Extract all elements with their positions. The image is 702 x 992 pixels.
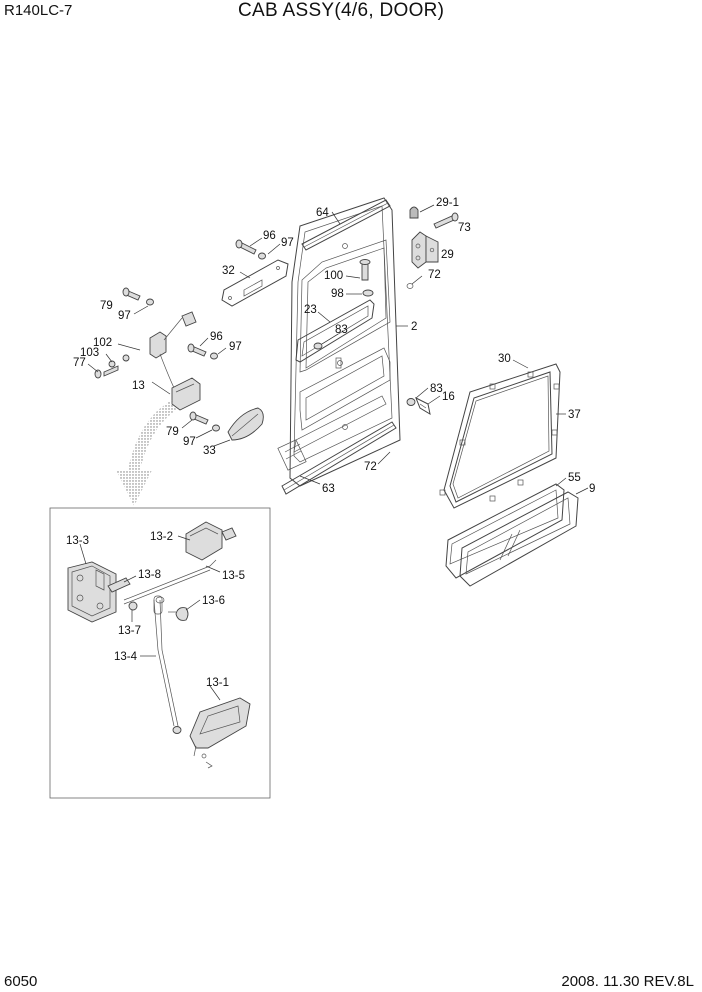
revision-date: 2008. 11.30 REV.8L — [561, 973, 694, 990]
label-79-upper: 79 — [100, 300, 113, 312]
label-96-middle: 96 — [210, 331, 223, 343]
bottom-seal-strip — [281, 421, 397, 495]
detail-callout-arrow — [116, 400, 176, 506]
label-72-upper: 72 — [428, 269, 441, 281]
label-29: 29 — [441, 249, 454, 261]
label-83-upper: 83 — [335, 324, 348, 336]
label-32: 32 — [222, 265, 235, 277]
inner-handle-assembly — [189, 407, 264, 441]
label-37: 37 — [568, 409, 581, 421]
label-33: 33 — [203, 445, 216, 457]
label-79-lower: 79 — [166, 426, 179, 438]
label-9: 9 — [589, 483, 595, 495]
detail-box — [49, 507, 271, 799]
window-frame — [439, 363, 561, 509]
label-102: 102 — [93, 337, 112, 349]
label-13-4: 13-4 — [114, 651, 138, 663]
label-16: 16 — [442, 391, 455, 403]
label-55: 55 — [568, 472, 581, 484]
label-100: 100 — [324, 270, 343, 282]
label-29-1: 29-1 — [436, 197, 459, 209]
bolt-96-upper — [235, 239, 266, 260]
label-13-6: 13-6 — [202, 595, 225, 607]
label-13-8: 13-8 — [138, 569, 161, 581]
window-glass — [445, 483, 579, 587]
door-latch — [171, 377, 201, 411]
model-code: R140LC-7 — [4, 2, 73, 19]
label-97-upper: 97 — [281, 237, 294, 249]
top-seal-strip — [301, 199, 391, 251]
page-number: 6050 — [4, 973, 38, 990]
striker-bracket — [406, 396, 431, 416]
label-97-left: 97 — [118, 310, 131, 322]
label-73: 73 — [458, 222, 471, 234]
latch-mechanism-detail — [67, 521, 251, 769]
label-13-1: 13-1 — [206, 677, 229, 689]
label-30: 30 — [498, 353, 511, 365]
hinge-bolt — [433, 212, 459, 229]
label-13-7: 13-7 — [118, 625, 141, 637]
door-panel — [277, 197, 401, 487]
label-64: 64 — [316, 207, 329, 219]
page-title: CAB ASSY(4/6, DOOR) — [238, 0, 445, 21]
label-97-lower: 97 — [183, 436, 196, 448]
label-96-upper: 96 — [263, 230, 276, 242]
label-98: 98 — [331, 288, 344, 300]
label-2: 2 — [411, 321, 417, 333]
hinge-cap — [409, 206, 419, 219]
bolt-96-middle — [187, 343, 218, 360]
label-13-5: 13-5 — [222, 570, 245, 582]
label-23: 23 — [304, 304, 317, 316]
label-63: 63 — [322, 483, 335, 495]
label-13: 13 — [132, 380, 145, 392]
bolt-100 — [313, 259, 414, 350]
callout-labels: 64 29-1 73 96 97 29 32 100 72 98 79 97 2… — [66, 197, 595, 689]
label-72-lower: 72 — [364, 461, 377, 473]
label-13-3: 13-3 — [66, 535, 89, 547]
label-103: 103 — [80, 347, 99, 359]
leader-lines — [79, 204, 589, 701]
hinge — [411, 231, 439, 269]
label-83-lower: 83 — [430, 383, 443, 395]
label-77: 77 — [73, 357, 86, 369]
label-13-2: 13-2 — [150, 531, 173, 543]
label-97-middle: 97 — [229, 341, 242, 353]
latch-cover-plate — [221, 259, 289, 307]
